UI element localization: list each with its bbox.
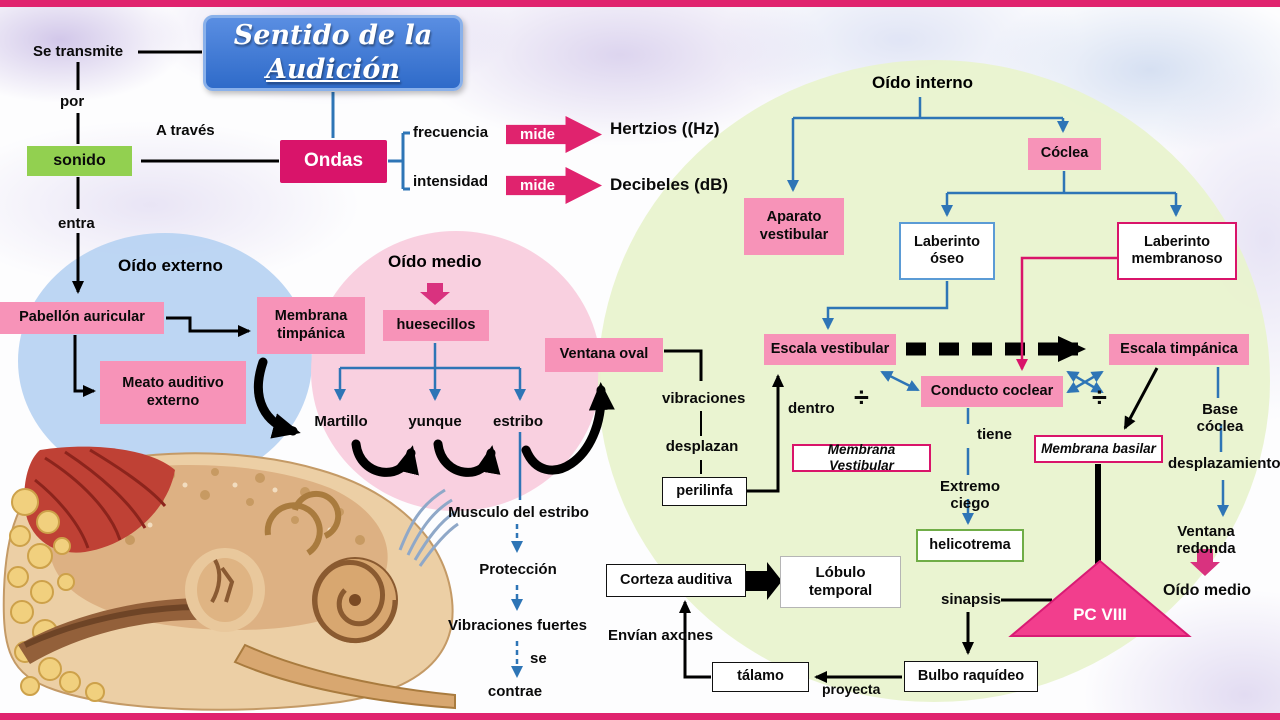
mide-label: mide bbox=[520, 126, 556, 143]
label-decibeles: Decibeles (dB) bbox=[610, 175, 729, 194]
bottom-accent-bar bbox=[0, 713, 1280, 720]
label-envian-axones: Envían axones bbox=[608, 627, 714, 644]
label-desplazan: desplazan bbox=[665, 438, 739, 455]
node-helicotrema: helicotrema bbox=[916, 529, 1024, 562]
mide-arrow-intensidad: mide bbox=[506, 167, 602, 204]
label-pc-viii: PC VIII bbox=[1073, 605, 1127, 624]
node-escala-timpanica: Escala timpánica bbox=[1109, 334, 1249, 365]
node-meato-auditivo: Meato auditivo externo bbox=[100, 361, 246, 424]
label-oido-medio-ref: Oído medio bbox=[1163, 582, 1251, 599]
label-vibraciones-fuertes: Vibraciones fuertes bbox=[448, 617, 587, 634]
title-line1: Sentido de la bbox=[233, 20, 433, 52]
label-dentro: dentro bbox=[788, 400, 835, 417]
division-sign-right: ÷ bbox=[1092, 382, 1107, 412]
label-por: por bbox=[60, 93, 85, 110]
node-membrana-basilar: Membrana basilar bbox=[1034, 435, 1163, 463]
node-conducto-coclear: Conducto coclear bbox=[921, 376, 1063, 407]
label-hertzios: Hertzios ((Hz) bbox=[610, 119, 720, 138]
label-a-traves: A través bbox=[156, 122, 215, 139]
label-musculo-estribo: Musculo del estribo bbox=[448, 504, 589, 521]
node-laberinto-oseo: Laberinto óseo bbox=[899, 222, 995, 280]
mide-label: mide bbox=[520, 177, 556, 194]
label-vibraciones: vibraciones bbox=[662, 390, 746, 407]
node-bulbo-raquideo: Bulbo raquídeo bbox=[904, 661, 1038, 692]
node-pabellon-auricular: Pabellón auricular bbox=[0, 302, 164, 334]
label-entra: entra bbox=[58, 215, 95, 232]
label-desplazamiento: desplazamiento bbox=[1168, 455, 1280, 472]
label-contrae: contrae bbox=[487, 683, 543, 700]
label-se: se bbox=[530, 650, 547, 667]
node-membrana-timpanica: Membrana timpánica bbox=[257, 297, 365, 354]
top-accent-bar bbox=[0, 0, 1280, 7]
label-se-transmite: Se transmite bbox=[33, 43, 124, 60]
label-intensidad: intensidad bbox=[413, 173, 489, 190]
node-perilinfa: perilinfa bbox=[662, 477, 747, 506]
label-ventana-redonda: Ventana redonda bbox=[1176, 523, 1236, 557]
node-escala-vestibular: Escala vestibular bbox=[764, 334, 896, 365]
label-frecuencia: frecuencia bbox=[413, 124, 489, 141]
section-title-oido-externo: Oído externo bbox=[118, 256, 223, 275]
label-extremo-ciego: Extremo ciego bbox=[939, 478, 1001, 512]
label-proteccion: Protección bbox=[479, 561, 557, 578]
node-talamo: tálamo bbox=[712, 662, 809, 692]
label-yunque: yunque bbox=[408, 413, 462, 430]
node-corteza-auditiva: Corteza auditiva bbox=[606, 564, 746, 597]
mide-arrow-frecuencia: mide bbox=[506, 116, 602, 153]
node-coclea: Cóclea bbox=[1028, 138, 1101, 170]
node-laberinto-membranoso: Laberinto membranoso bbox=[1117, 222, 1237, 280]
node-ventana-oval: Ventana oval bbox=[545, 338, 663, 372]
label-proyecta: proyecta bbox=[822, 681, 881, 697]
title-line2: Audición bbox=[265, 54, 401, 85]
label-estribo: estribo bbox=[492, 413, 543, 430]
section-title-oido-medio: Oído medio bbox=[388, 252, 482, 271]
node-aparato-vestibular: Aparato vestibular bbox=[744, 198, 844, 255]
page-title: Sentido de la Audición bbox=[203, 15, 463, 91]
label-sinapsis: sinapsis bbox=[941, 591, 1002, 608]
division-sign-left: ÷ bbox=[854, 382, 869, 412]
node-ondas: Ondas bbox=[280, 140, 387, 183]
node-huesecillos: huesecillos bbox=[383, 310, 489, 341]
label-tiene: tiene bbox=[977, 426, 1013, 443]
label-base-coclea: Base cóclea bbox=[1196, 401, 1244, 435]
section-title-oido-interno: Oído interno bbox=[872, 73, 974, 92]
node-sonido: sonido bbox=[27, 146, 132, 176]
label-martillo: Martillo bbox=[314, 413, 368, 430]
lobulo-temporal-label: Lóbulo temporal bbox=[808, 564, 873, 599]
node-lobulo-temporal: Lóbulo temporal bbox=[780, 556, 901, 608]
node-membrana-vestibular: Membrana Vestibular bbox=[792, 442, 931, 473]
